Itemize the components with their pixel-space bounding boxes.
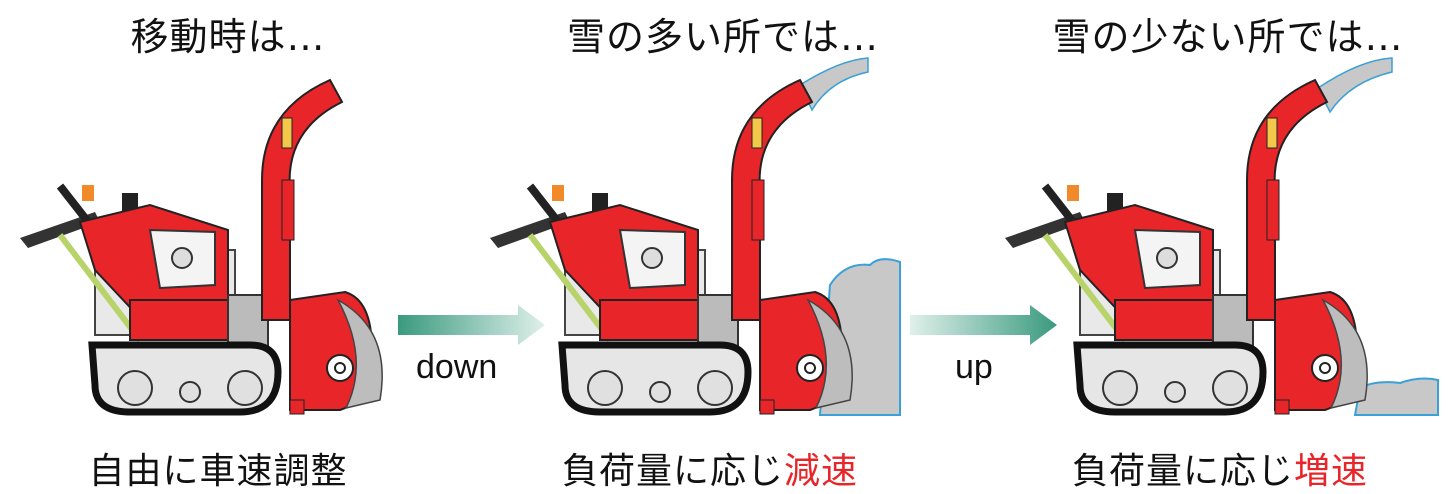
panel-3-caption: 負荷量に応じ増速 bbox=[1010, 442, 1430, 494]
arrow-up bbox=[910, 305, 1057, 345]
panel-2-heading: 雪の多い所では… bbox=[566, 15, 879, 59]
arrow-down-label: down bbox=[416, 348, 498, 386]
panel-1-caption: 自由に車速調整 bbox=[8, 442, 428, 494]
snow-blower-image-moving bbox=[20, 80, 382, 414]
snow-blower-image-heavy-snow bbox=[490, 57, 901, 415]
panel-1-heading: 移動時は… bbox=[130, 15, 326, 59]
panel-2-caption-main: 負荷量に応じ bbox=[561, 451, 784, 492]
panel-3-caption-highlight: 増速 bbox=[1294, 451, 1369, 492]
snow-blower-image-light-snow bbox=[1005, 57, 1439, 415]
panel-1-caption-main: 自由に車速調整 bbox=[88, 451, 348, 492]
arrow-up-label: up bbox=[955, 348, 993, 386]
panel-2-caption-highlight: 減速 bbox=[784, 451, 859, 492]
panel-2-caption: 負荷量に応じ減速 bbox=[500, 442, 920, 494]
panel-3-heading: 雪の少ない所では… bbox=[1052, 15, 1404, 59]
arrow-down bbox=[398, 305, 545, 345]
panel-3-caption-main: 負荷量に応じ bbox=[1071, 451, 1294, 492]
